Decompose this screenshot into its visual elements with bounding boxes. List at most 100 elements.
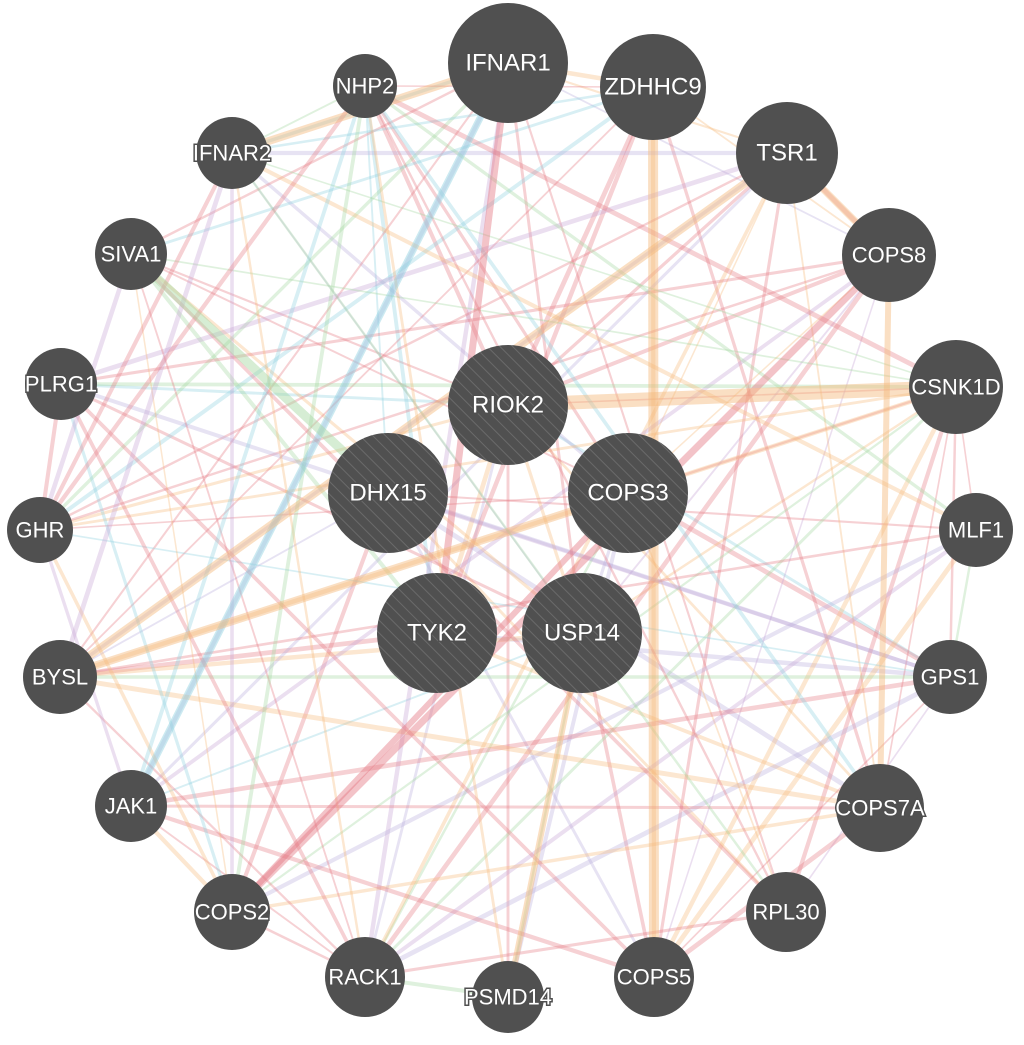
edge-GHR-IFNAR2 [37,150,235,533]
node-cops3[interactable]: COPS3 [568,433,688,553]
node-usp14[interactable]: USP14 [522,573,642,693]
edge-USP14-JAK1 [130,632,583,807]
node-label-tsr1: TSR1 [756,140,817,167]
edge-TSR1-BYSL [58,151,789,679]
edge-IFNAR1-SIVA1 [129,61,510,256]
node-circle-bysl [23,640,97,714]
edge-USP14-PLRG1 [59,382,584,635]
node-ifnar2[interactable]: IFNAR2 [191,117,273,189]
edge-USP14-IFNAR2 [231,152,583,634]
edge-TSR1-PLRG1 [58,150,790,387]
edge-COPS3-RPL30 [627,492,787,913]
edge-CSNK1D-RIOK2 [501,380,963,412]
node-label-rack1: RACK1 [328,965,401,990]
node-cops2[interactable]: COPS2 [193,874,271,950]
edge-RACK1-SIVA1 [130,253,366,978]
node-rack1[interactable]: RACK1 [325,937,405,1017]
node-circle-cops2 [194,874,270,950]
node-label-cops2: COPS2 [195,900,270,925]
node-circle-cops8 [842,208,936,302]
node-psmd14[interactable]: PSMD14 [462,961,554,1033]
node-ghr[interactable]: GHR [7,497,73,563]
edge-TSR1-JAK1 [129,151,789,808]
edge-COPS3-IFNAR2 [230,151,630,495]
node-label-dhx15: DHX15 [349,480,426,507]
edge-IFNAR1-JAK1 [127,59,512,810]
node-gps1[interactable]: GPS1 [913,640,987,714]
node-csnk1d[interactable]: CSNK1D [909,340,1003,434]
node-label-cops3: COPS3 [587,480,668,507]
node-jak1[interactable]: JAK1 [95,770,167,842]
node-cops8[interactable]: COPS8 [842,208,936,302]
edge-COPS5-PLRG1 [59,382,656,979]
edge-MLF1-NHP2 [363,84,978,532]
edge-COPS8-COPS7A [877,252,892,811]
node-tyk2[interactable]: TYK2 [377,573,497,693]
edge-CSNK1D-RACK1 [363,385,958,979]
edge-COPS7A-BYSL [57,674,883,811]
node-circle-csnk1d [909,340,1003,434]
node-plrg1[interactable]: PLRG1 [23,348,99,420]
node-cops7a[interactable]: COPS7A [834,764,926,852]
node-nhp2[interactable]: NHP2 [333,54,397,118]
edge-USP14-CSNK1D [580,385,958,635]
node-label-riok2: RIOK2 [472,392,544,419]
node-rpl30[interactable]: RPL30 [746,872,826,952]
node-tsr1[interactable]: TSR1 [736,102,838,204]
node-riok2[interactable]: RIOK2 [448,345,568,465]
edge-TYK2-SIVA1 [128,251,440,636]
node-label-psmd14: PSMD14 [464,985,552,1010]
edge-GPS1-RACK1 [362,674,953,980]
edge-CSNK1D-SIVA1 [130,253,957,388]
edge-CSNK1D-COPS7A [879,386,957,809]
node-bysl[interactable]: BYSL [23,640,97,714]
node-circle-tsr1 [736,102,838,204]
edge-IFNAR1-GHR [38,61,510,532]
edge-USP14-PSMD14 [505,630,585,1000]
edge-USP14-COPS8 [581,254,890,634]
node-dhx15[interactable]: DHX15 [328,433,448,553]
edge-ZDHHC9-IFNAR2 [230,85,655,155]
edge-GPS1-GHR [39,529,951,678]
node-circle-psmd14 [472,961,544,1033]
edge-TSR1-COPS7A [786,152,881,809]
edge-COPS3-TSR1 [627,152,788,494]
node-circle-nhp2 [333,54,397,118]
edge-ZDHHC9-SIVA1 [129,85,655,256]
node-circle-cops5 [614,937,694,1017]
node-label-ifnar2: IFNAR2 [193,141,271,166]
node-siva1[interactable]: SIVA1 [95,218,167,290]
node-label-gps1: GPS1 [921,665,980,690]
edge-RACK1-PLRG1 [59,382,367,979]
edge-IFNAR1-BYSL [58,61,510,679]
node-mlf1[interactable]: MLF1 [939,493,1013,567]
node-label-tyk2: TYK2 [407,620,467,647]
edge-ZDHHC9-GHR [38,85,655,532]
edge-COPS7A-COPS2 [230,806,882,914]
edge-COPS3-PSMD14 [506,491,630,999]
edge-JAK1-NHP2 [129,84,367,808]
edge-CSNK1D-RPL30 [783,384,959,915]
edge-TSR1-RACK1 [363,151,789,979]
edge-RIOK2-PLRG1 [59,382,510,407]
edge-TSR1-COPS5 [652,151,789,979]
edge-GPS1-JAK1 [128,674,953,809]
node-cops5[interactable]: COPS5 [614,937,694,1017]
node-ifnar1[interactable]: IFNAR1 [448,3,568,123]
edge-COPS7A-JAK1 [129,804,882,810]
edge-DHX15-COPS2 [229,490,391,915]
edge-BYSL-IFNAR2 [57,150,235,680]
edge-CSNK1D-COPS5 [651,384,959,980]
node-label-mlf1: MLF1 [948,518,1004,543]
edge-DHX15-GPS1 [386,491,952,679]
edge-ZDHHC9-BYSL [59,86,654,678]
node-label-rpl30: RPL30 [752,900,819,925]
edge-GPS1-COPS5 [653,676,951,978]
edge-CSNK1D-IFNAR2 [231,152,957,388]
edge-RIOK2-CSNK1D [507,386,957,406]
node-circle-dhx15 [328,433,448,553]
node-zdhhc9[interactable]: ZDHHC9 [600,34,706,140]
edge-TSR1-BYSL [56,149,791,681]
node-label-csnk1d: CSNK1D [911,375,1000,400]
